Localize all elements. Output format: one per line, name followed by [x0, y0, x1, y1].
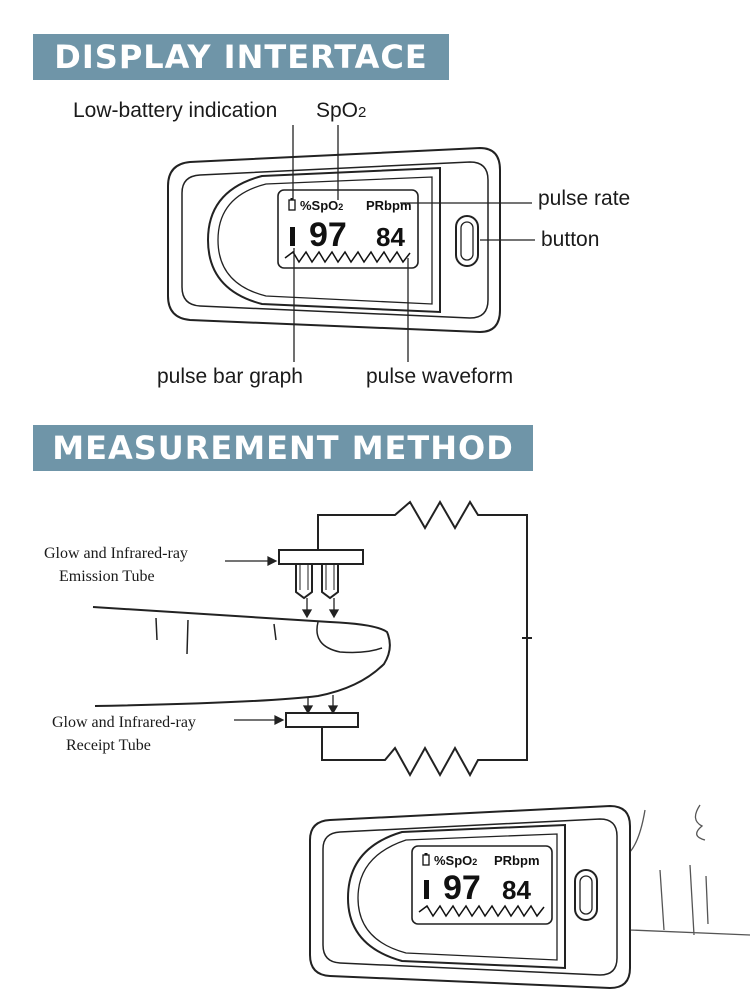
lcd-screen — [277, 189, 419, 269]
pulse-bar-graph-label: pulse bar graph — [157, 365, 303, 388]
lcd-spo2-header-bottom: %SpO2 — [434, 853, 477, 868]
battery-icon-bottom — [422, 853, 430, 866]
lcd-pr-value: 84 — [376, 222, 405, 252]
emission-tube-label-line2: Emission Tube — [59, 568, 155, 585]
pulse-waveform-label: pulse waveform — [366, 365, 514, 388]
measurement-method-title: MEASUREMENT METHOD — [52, 429, 514, 467]
lcd-spo2-value: 97 — [309, 216, 347, 254]
lcd-waveform — [284, 250, 411, 264]
power-button-bottom[interactable] — [574, 869, 598, 921]
lcd-spo2-header: %SpO2 — [300, 198, 343, 213]
emission-arrows — [301, 598, 340, 619]
pulse-rate-label: pulse rate — [538, 187, 631, 210]
receipt-tube-label-line1: Glow and Infrared-ray — [52, 714, 196, 731]
lcd-pr-value-bottom: 84 — [502, 875, 531, 905]
button-label: button — [541, 228, 600, 251]
lcd-screen-bottom — [411, 845, 553, 925]
lcd-spo2-value-bottom: 97 — [443, 869, 481, 907]
low-battery-label: Low-battery indication — [73, 99, 278, 122]
spo2-label-text: SpO — [316, 99, 359, 122]
display-interface-banner: DISPLAY INTERTACE — [33, 34, 449, 80]
receipt-tube — [285, 712, 359, 728]
emission-tube — [278, 549, 364, 600]
pulse-bar-bottom — [424, 880, 429, 899]
emission-tube-label-line1: Glow and Infrared-ray — [44, 545, 188, 562]
spo2-label: SpO2 — [316, 99, 366, 123]
pulse-bar — [290, 227, 295, 246]
power-button-inner — [460, 221, 474, 261]
battery-icon — [288, 198, 296, 211]
display-interface-title: DISPLAY INTERTACE — [54, 38, 428, 76]
finger — [92, 606, 391, 707]
power-button-bottom-inner — [579, 875, 593, 915]
lcd-waveform-bottom — [418, 904, 545, 918]
circuit — [317, 499, 532, 778]
measurement-method-banner: MEASUREMENT METHOD — [33, 425, 533, 471]
lcd-pr-header-bottom: PRbpm — [494, 853, 540, 868]
receipt-tube-label-line2: Receipt Tube — [66, 737, 151, 754]
power-button[interactable] — [455, 215, 479, 267]
display-callouts — [292, 125, 535, 362]
lcd-pr-header: PRbpm — [366, 198, 412, 213]
spo2-label-sub: 2 — [358, 104, 367, 121]
label-pointers — [225, 556, 285, 725]
